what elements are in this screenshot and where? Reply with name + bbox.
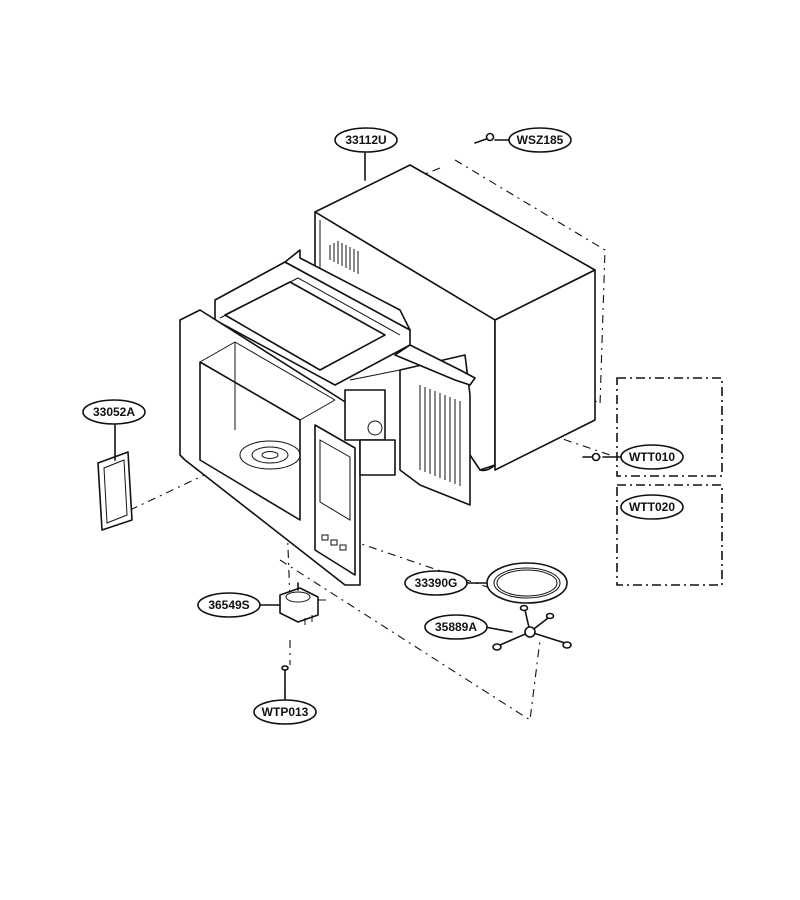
svg-text:33390G: 33390G	[415, 576, 458, 590]
turntable-tray	[486, 562, 568, 604]
label-33052A: 33052A	[82, 399, 146, 425]
svg-text:33112U: 33112U	[345, 133, 386, 147]
svg-text:36549S: 36549S	[208, 598, 249, 612]
roller-support	[492, 604, 572, 651]
svg-text:WTT020: WTT020	[629, 500, 675, 514]
label-WTT020: WTT020	[620, 494, 684, 520]
label-35889A: 35889A	[424, 614, 488, 640]
screw-wtt010	[582, 452, 601, 462]
motor-screw	[281, 665, 289, 691]
label-WTT010: WTT010	[620, 444, 684, 470]
cover-plate	[97, 451, 133, 531]
oven-chassis	[179, 249, 476, 586]
wtt020-dash-box	[616, 484, 723, 586]
wtt010-dash-box	[616, 377, 723, 477]
label-33390G: 33390G	[404, 570, 468, 596]
leader-lines	[114, 139, 623, 701]
label-WTP013: WTP013	[253, 699, 317, 725]
label-36549S: 36549S	[197, 592, 261, 618]
turntable-motor	[279, 582, 326, 625]
svg-text:35889A: 35889A	[435, 620, 477, 634]
case-screw	[474, 132, 495, 144]
svg-text:WSZ185: WSZ185	[517, 133, 564, 147]
svg-text:WTT010: WTT010	[629, 450, 675, 464]
svg-text:33052A: 33052A	[93, 405, 135, 419]
label-33112U: 33112U	[334, 127, 398, 153]
svg-text:WTP013: WTP013	[262, 705, 309, 719]
label-WSZ185: WSZ185	[508, 127, 572, 153]
